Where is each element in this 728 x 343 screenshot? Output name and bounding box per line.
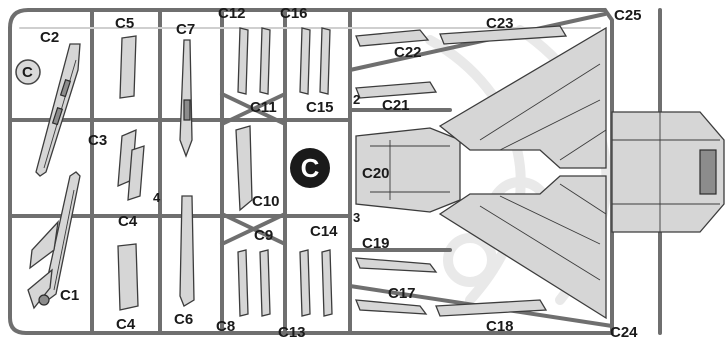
part-c19 bbox=[355, 257, 438, 273]
label-c16: C16 bbox=[280, 5, 308, 22]
label-c15: C15 bbox=[306, 99, 334, 116]
sprue-frame bbox=[8, 8, 662, 335]
label-c18: C18 bbox=[486, 318, 514, 335]
part-c24 bbox=[438, 175, 607, 320]
label-c17: C17 bbox=[388, 285, 416, 302]
gate-number: 2 bbox=[353, 92, 360, 107]
label-c20: C20 bbox=[362, 165, 390, 182]
part-c6 bbox=[179, 195, 195, 307]
label-c12: C12 bbox=[218, 5, 246, 22]
label-c14: C14 bbox=[310, 223, 338, 240]
label-c1: C1 bbox=[60, 287, 79, 304]
label-c11: C11 bbox=[250, 99, 277, 116]
label-c5: C5 bbox=[115, 15, 134, 32]
label-c13: C13 bbox=[278, 324, 306, 341]
part-c1 bbox=[27, 171, 81, 310]
part-c3 bbox=[117, 243, 139, 311]
part-c9 bbox=[237, 249, 271, 317]
label-c22: C22 bbox=[394, 44, 422, 61]
part-c17 bbox=[355, 299, 428, 315]
sprue-letter-badge: C bbox=[290, 148, 330, 188]
part-c5 bbox=[119, 35, 137, 99]
label-c21: C21 bbox=[382, 97, 410, 114]
part-c18 bbox=[435, 299, 548, 317]
part-c16 bbox=[299, 27, 331, 95]
part-c4-top bbox=[117, 128, 145, 201]
part-c7 bbox=[179, 39, 193, 158]
part-labels: C2 C5 C7 C12 C16 C22 C23 C25 C11 C15 C21… bbox=[40, 5, 642, 341]
part-c12 bbox=[237, 27, 271, 95]
label-c8: C8 bbox=[216, 318, 235, 335]
label-c4a: C3 bbox=[88, 132, 107, 149]
part-rear-section bbox=[611, 111, 725, 233]
label-c9: C9 bbox=[254, 227, 273, 244]
label-c23: C23 bbox=[486, 15, 514, 32]
part-c14 bbox=[299, 249, 333, 317]
label-c24: C24 bbox=[610, 324, 638, 341]
label-c19: C19 bbox=[362, 235, 390, 252]
label-c4b: C4 bbox=[118, 213, 138, 230]
label-c6: C6 bbox=[174, 311, 193, 328]
sprue-letter: C bbox=[301, 153, 320, 183]
gate-number: 4 bbox=[153, 190, 161, 205]
label-c3: C4 bbox=[116, 316, 136, 333]
part-c2 bbox=[35, 43, 81, 177]
label-c2: C2 bbox=[40, 29, 59, 46]
label-c10: C10 bbox=[252, 193, 280, 210]
part-c22 bbox=[355, 29, 430, 47]
svg-text:C: C bbox=[22, 64, 33, 81]
part-c10 bbox=[235, 125, 253, 212]
label-c7: C7 bbox=[176, 21, 195, 38]
gate-number: 3 bbox=[353, 210, 360, 225]
part-c21 bbox=[355, 81, 438, 99]
part-c23 bbox=[439, 25, 568, 45]
label-c25: C25 bbox=[614, 7, 642, 24]
part-c25 bbox=[438, 26, 607, 169]
copyright-mark: C bbox=[15, 59, 41, 85]
